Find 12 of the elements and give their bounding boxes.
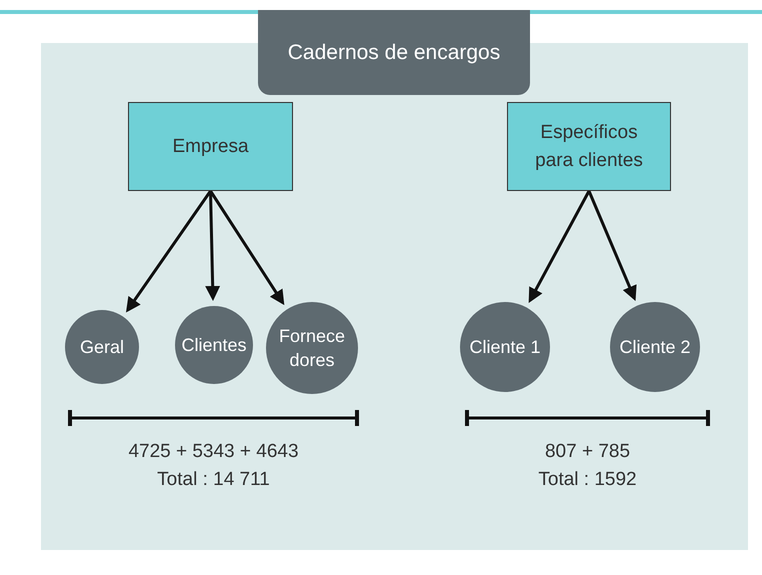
arrow: [126, 190, 212, 313]
arrow: [588, 190, 637, 301]
arrow: [209, 190, 284, 306]
sum-text: Total : 1592: [537, 468, 638, 492]
sum-text: 807 + 785: [544, 440, 632, 464]
arrow: [205, 190, 220, 301]
sum-text: Total : 14 711: [156, 468, 271, 492]
category-box: Empresa: [128, 102, 293, 191]
arrow: [528, 190, 590, 303]
title-banner: Cadernos de encargos: [258, 10, 530, 95]
category-box: Específicos para clientes: [507, 102, 671, 191]
sum-text: 4725 + 5343 + 4643: [127, 440, 300, 464]
